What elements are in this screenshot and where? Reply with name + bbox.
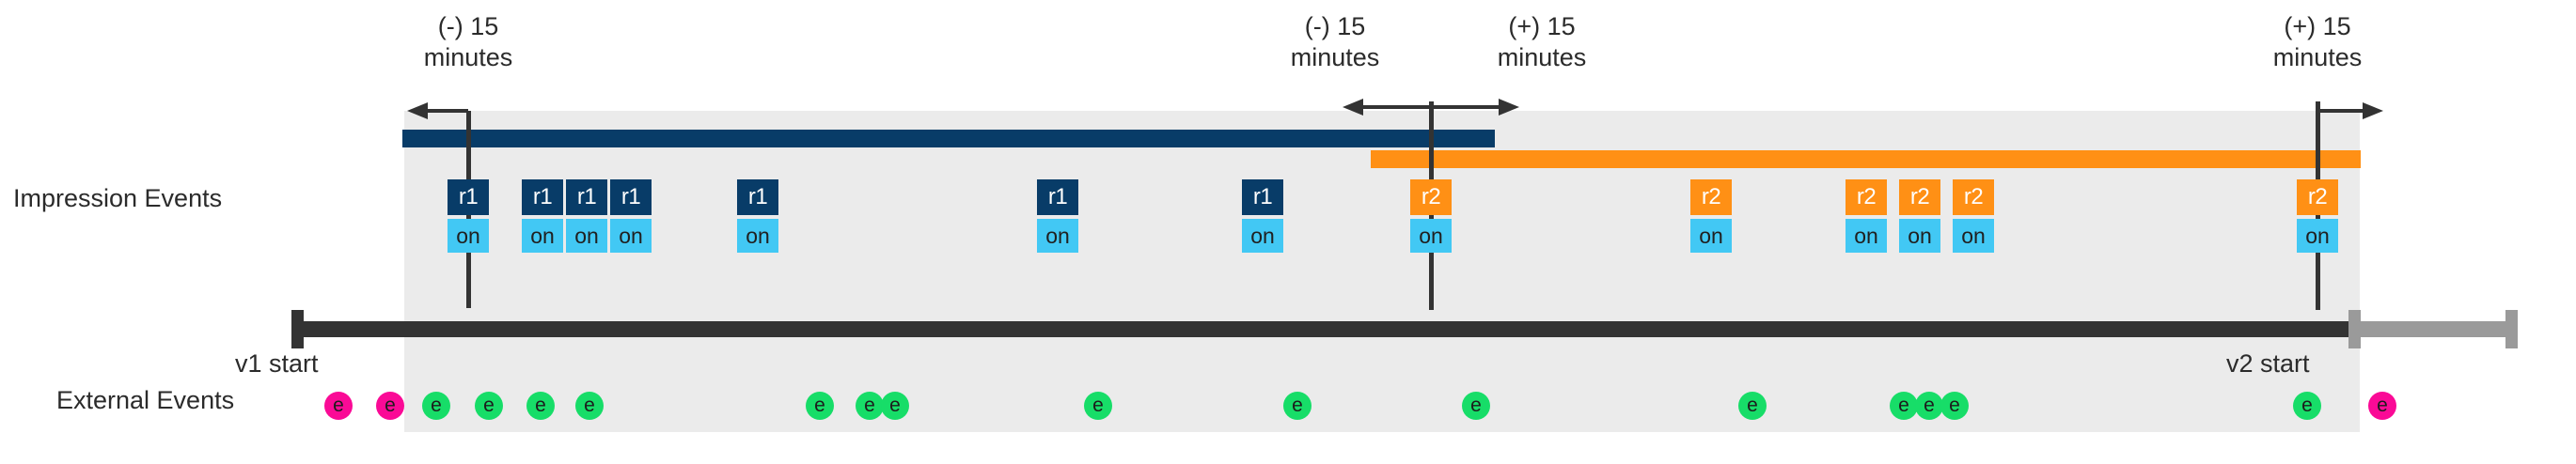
external-events-label: External Events: [56, 386, 235, 414]
external-event-dot[interactable]: e: [1738, 392, 1767, 420]
impression-events-label: Impression Events: [13, 184, 223, 212]
external-event-dot[interactable]: e: [324, 392, 353, 420]
timeline-v1-segment: [291, 321, 2348, 337]
v2-bar: [1371, 150, 2361, 168]
impression-event[interactable]: r2 on: [1690, 179, 1732, 253]
impression-state-tag: on: [610, 219, 652, 253]
external-event-dot[interactable]: e: [1084, 392, 1112, 420]
ann-mid-minus-text: (-) 15 minutes: [1291, 11, 1380, 73]
external-event-dot[interactable]: e: [856, 392, 884, 420]
impression-state-tag: on: [1846, 219, 1887, 253]
ann-right-plus-text: (+) 15 minutes: [2273, 11, 2363, 73]
impression-version-tag: r1: [566, 179, 607, 215]
impression-version-tag: r1: [1242, 179, 1283, 215]
v1-bar: [402, 130, 1495, 147]
external-event-dot[interactable]: e: [806, 392, 834, 420]
timeline-v2-end-cap: [2505, 310, 2518, 348]
impression-event[interactable]: r1 on: [566, 179, 607, 253]
external-event-dot[interactable]: e: [1462, 392, 1490, 420]
impression-event[interactable]: r1 on: [448, 179, 489, 253]
external-event-dot[interactable]: e: [376, 392, 404, 420]
ann-left-minus-line2: minutes: [423, 43, 513, 71]
external-event-dot[interactable]: e: [422, 392, 450, 420]
impression-version-tag: r2: [1899, 179, 1940, 215]
ann-mid-minus-line2: minutes: [1290, 43, 1380, 71]
impression-event[interactable]: r2 on: [1846, 179, 1887, 253]
impression-state-tag: on: [448, 219, 489, 253]
impression-state-tag: on: [1037, 219, 1078, 253]
external-event-dot[interactable]: e: [1915, 392, 1943, 420]
ann-right-plus-line2: minutes: [2272, 43, 2363, 71]
impression-event[interactable]: r1 on: [1037, 179, 1078, 253]
impression-event[interactable]: r2 on: [1953, 179, 1994, 253]
impression-state-tag: on: [1242, 219, 1283, 253]
impression-event[interactable]: r1 on: [1242, 179, 1283, 253]
impression-state-tag: on: [1953, 219, 1994, 253]
ann-right-plus-arrow: [2316, 102, 2383, 150]
external-event-dot[interactable]: e: [1890, 392, 1918, 420]
ann-left-minus-line1: (-) 15: [437, 12, 499, 40]
ann-right-plus-line1: (+) 15: [2284, 12, 2351, 40]
impression-version-tag: r1: [448, 179, 489, 215]
external-event-dot[interactable]: e: [526, 392, 555, 420]
impression-version-tag: r2: [1953, 179, 1994, 215]
ann-mid-minus-line1: (-) 15: [1304, 12, 1366, 40]
impression-version-tag: r2: [1690, 179, 1732, 215]
impression-event[interactable]: r1 on: [522, 179, 563, 253]
ann-mid-plus-text: (+) 15 minutes: [1498, 11, 1587, 73]
external-event-dot[interactable]: e: [475, 392, 503, 420]
impression-version-tag: r1: [1037, 179, 1078, 215]
external-event-dot[interactable]: e: [1940, 392, 1969, 420]
impression-version-tag: r1: [610, 179, 652, 215]
impression-event[interactable]: r1 on: [737, 179, 778, 253]
impression-version-tag: r2: [1846, 179, 1887, 215]
external-event-dot[interactable]: e: [2293, 392, 2321, 420]
impression-state-tag: on: [1899, 219, 1940, 253]
timeline-v2-segment: [2348, 321, 2518, 337]
external-event-dot[interactable]: e: [881, 392, 909, 420]
impression-state-tag: on: [1410, 219, 1452, 253]
timeline-v1-start-cap: [291, 310, 304, 348]
impression-state-tag: on: [737, 219, 778, 253]
impression-version-tag: r2: [1410, 179, 1452, 215]
ann-left-minus-text: (-) 15 minutes: [424, 11, 513, 73]
ann-mid-plus-line2: minutes: [1497, 43, 1587, 71]
impression-state-tag: on: [2297, 219, 2338, 253]
v2-start-label: v2 start: [2226, 349, 2310, 378]
external-event-dot[interactable]: e: [2368, 392, 2396, 420]
impression-event[interactable]: r2 on: [1410, 179, 1452, 253]
external-event-dot[interactable]: e: [1283, 392, 1312, 420]
impression-state-tag: on: [1690, 219, 1732, 253]
impression-event[interactable]: r2 on: [2297, 179, 2338, 253]
timeline-v2-start-cap: [2348, 310, 2361, 348]
v1-start-label: v1 start: [235, 349, 319, 378]
impression-version-tag: r2: [2297, 179, 2338, 215]
ann-mid-plus-line1: (+) 15: [1508, 12, 1576, 40]
impression-event[interactable]: r1 on: [610, 179, 652, 253]
impression-state-tag: on: [522, 219, 563, 253]
impression-version-tag: r1: [522, 179, 563, 215]
impression-version-tag: r1: [737, 179, 778, 215]
external-event-dot[interactable]: e: [575, 392, 604, 420]
impression-event[interactable]: r2 on: [1899, 179, 1940, 253]
impression-state-tag: on: [566, 219, 607, 253]
